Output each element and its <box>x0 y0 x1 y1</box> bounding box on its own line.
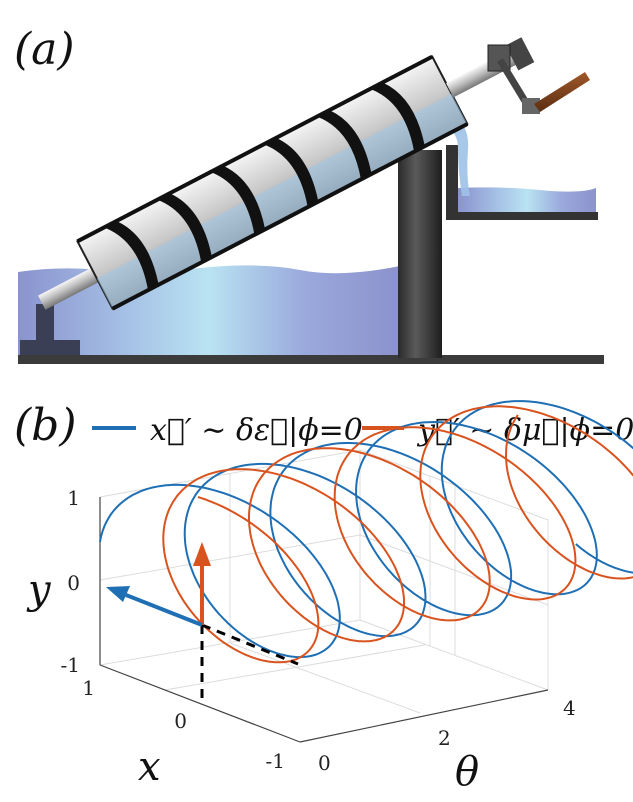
legend-label-blue: x⃗′ ∼ δε⃗|ϕ=0 <box>150 413 363 448</box>
upper-basin <box>446 145 598 220</box>
helix-blades <box>104 82 425 291</box>
axes-box <box>99 449 549 714</box>
legend-label-orange: y⃗′ ∼ δμ⃗|ϕ=0 <box>416 413 633 448</box>
crank-handle <box>487 44 590 114</box>
panel-b-label: (b) <box>14 400 77 451</box>
inlet-post <box>36 304 54 344</box>
theta-tick-2: 2 <box>438 726 451 750</box>
theta-axis-label: θ <box>455 749 479 795</box>
x-tick-0: 0 <box>174 709 187 733</box>
panel-b: (b) x⃗′ ∼ δε⃗|ϕ=0 y⃗′ ∼ δμ⃗|ϕ=0 <box>14 400 633 795</box>
base-rail <box>18 355 604 364</box>
inlet-block <box>20 340 80 358</box>
y-tick-0: 0 <box>67 571 80 595</box>
tick-labels: 1 0 -1 1 0 -1 0 2 4 <box>61 486 576 775</box>
y-axis-label: y <box>26 567 52 613</box>
x-prime-arrow-head <box>106 586 130 602</box>
x-prime-arrow-shaft <box>125 593 203 627</box>
y-tick-neg1: -1 <box>61 653 80 677</box>
shaft-collar <box>505 37 535 71</box>
legend: x⃗′ ∼ δε⃗|ϕ=0 y⃗′ ∼ δμ⃗|ϕ=0 <box>92 413 633 448</box>
axis-lines <box>99 497 549 743</box>
vector-arrows <box>106 542 299 705</box>
tube-water <box>96 93 468 309</box>
x-tick-neg1: -1 <box>266 749 285 773</box>
theta-tick-4: 4 <box>563 696 576 720</box>
water-outflow <box>448 118 470 196</box>
helix-blue <box>99 400 633 659</box>
x-axis-label: x <box>138 744 161 790</box>
y-prime-arrow-head <box>193 542 211 566</box>
y-tick-1: 1 <box>67 486 80 510</box>
projection-dashed-diagonal <box>201 623 299 666</box>
x-tick-1: 1 <box>82 676 95 700</box>
theta-tick-0: 0 <box>318 751 331 775</box>
upper-water <box>458 187 596 212</box>
panel-a: (a) <box>14 24 604 364</box>
support-post <box>398 150 442 358</box>
helices <box>99 400 633 664</box>
helix-orange <box>162 405 633 664</box>
panel-a-label: (a) <box>14 24 75 75</box>
lower-shaft <box>38 263 108 310</box>
